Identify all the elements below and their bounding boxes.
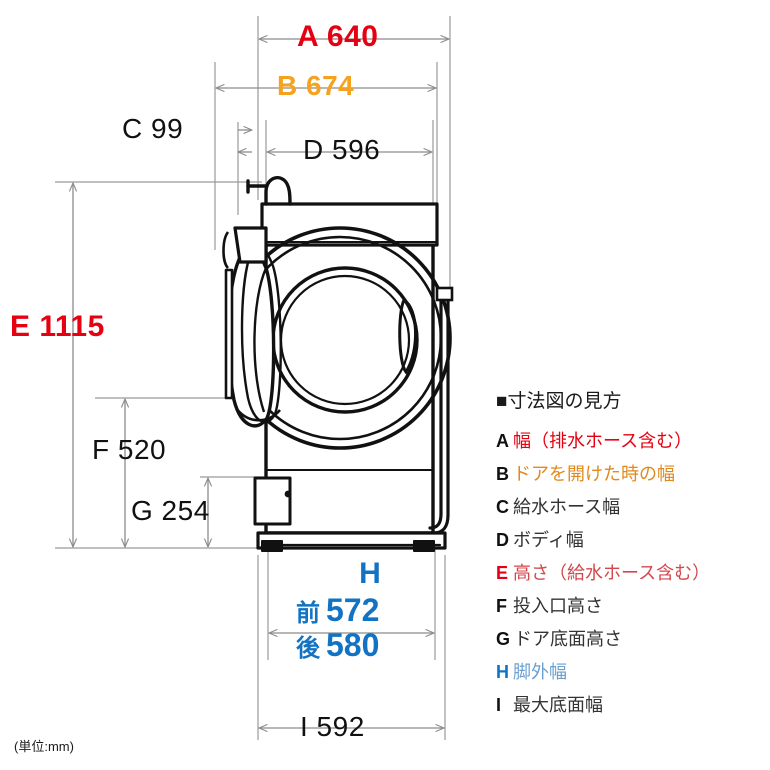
- dim-label-a: A 640: [297, 20, 379, 53]
- legend-desc-d: ボディ幅: [513, 530, 584, 550]
- legend-item-g: G ドア底面高さ: [496, 625, 764, 651]
- water-supply-hose: [246, 175, 292, 206]
- drawer-handle-dot: [284, 490, 292, 498]
- legend-key-f: F: [496, 596, 507, 616]
- adjustable-foot-left: [261, 540, 283, 552]
- legend-key-h: H: [496, 662, 509, 682]
- legend-item-h: H 脚外幅: [496, 658, 764, 684]
- dim-label-h-front-value: 572: [326, 591, 380, 628]
- legend-desc-e: 高さ（給水ホース含む）: [513, 563, 711, 583]
- legend-desc-c: 給水ホース幅: [513, 497, 621, 517]
- dim-label-h-rear-value: 580: [326, 626, 380, 663]
- legend-item-i: I 最大底面幅: [496, 691, 764, 717]
- dimension-lines: [73, 39, 449, 728]
- legend-item-d: D ボディ幅: [496, 526, 764, 552]
- dim-label-h-group: H 前 572 後 580: [296, 558, 430, 664]
- legend-item-a: A 幅（排水ホース含む）: [496, 427, 764, 453]
- dim-label-e: E 1115: [10, 310, 105, 343]
- legend-key-c: C: [496, 497, 509, 517]
- top-cover: [260, 202, 439, 247]
- legend-key-b: B: [496, 464, 509, 484]
- machine-body: [253, 202, 447, 552]
- legend-key-e: E: [496, 563, 509, 583]
- legend-panel: ■寸法図の見方 A 幅（排水ホース含む） B ドアを開けた時の幅 C 給水ホース…: [496, 386, 764, 724]
- adjustable-foot-right: [413, 540, 435, 552]
- legend-desc-h: 脚外幅: [513, 662, 567, 682]
- detergent-drawer: [253, 476, 292, 526]
- legend-item-b: B ドアを開けた時の幅: [496, 460, 764, 486]
- legend-desc-i: 最大底面幅: [513, 695, 603, 715]
- dim-label-d: D 596: [303, 134, 381, 165]
- dim-label-h-front-text: 前: [296, 599, 320, 627]
- drain-hose: [428, 286, 454, 535]
- legend-key-i: I: [496, 695, 502, 715]
- dim-label-g: G 254: [131, 495, 210, 526]
- legend-desc-b: ドアを開けた時の幅: [513, 464, 675, 484]
- legend-item-e: E 高さ（給水ホース含む）: [496, 559, 764, 585]
- dim-label-f: F 520: [92, 434, 167, 465]
- legend-title: ■寸法図の見方: [496, 391, 622, 412]
- legend-item-c: C 給水ホース幅: [496, 493, 764, 519]
- dim-label-c: C 99: [122, 113, 184, 144]
- legend-desc-a: 幅（排水ホース含む）: [513, 431, 693, 451]
- drum-door-open: [222, 226, 282, 428]
- hose-clip: [435, 286, 454, 302]
- dim-label-h-rear-text: 後: [296, 634, 320, 662]
- dim-label-b: B 674: [277, 70, 355, 101]
- dim-label-i: I 592: [300, 711, 365, 742]
- legend-item-f: F 投入口高さ: [496, 592, 764, 618]
- legend-key-g: G: [496, 629, 511, 649]
- dim-label-h-key: H: [359, 557, 381, 590]
- legend-desc-g: ドア底面高さ: [514, 629, 623, 649]
- unit-note: (単位:mm): [14, 739, 74, 754]
- legend-desc-f: 投入口高さ: [513, 596, 603, 616]
- legend-key-d: D: [496, 530, 509, 550]
- door-latch-nub: [398, 297, 417, 375]
- legend-key-a: A: [496, 431, 509, 451]
- extension-lines: [55, 16, 451, 740]
